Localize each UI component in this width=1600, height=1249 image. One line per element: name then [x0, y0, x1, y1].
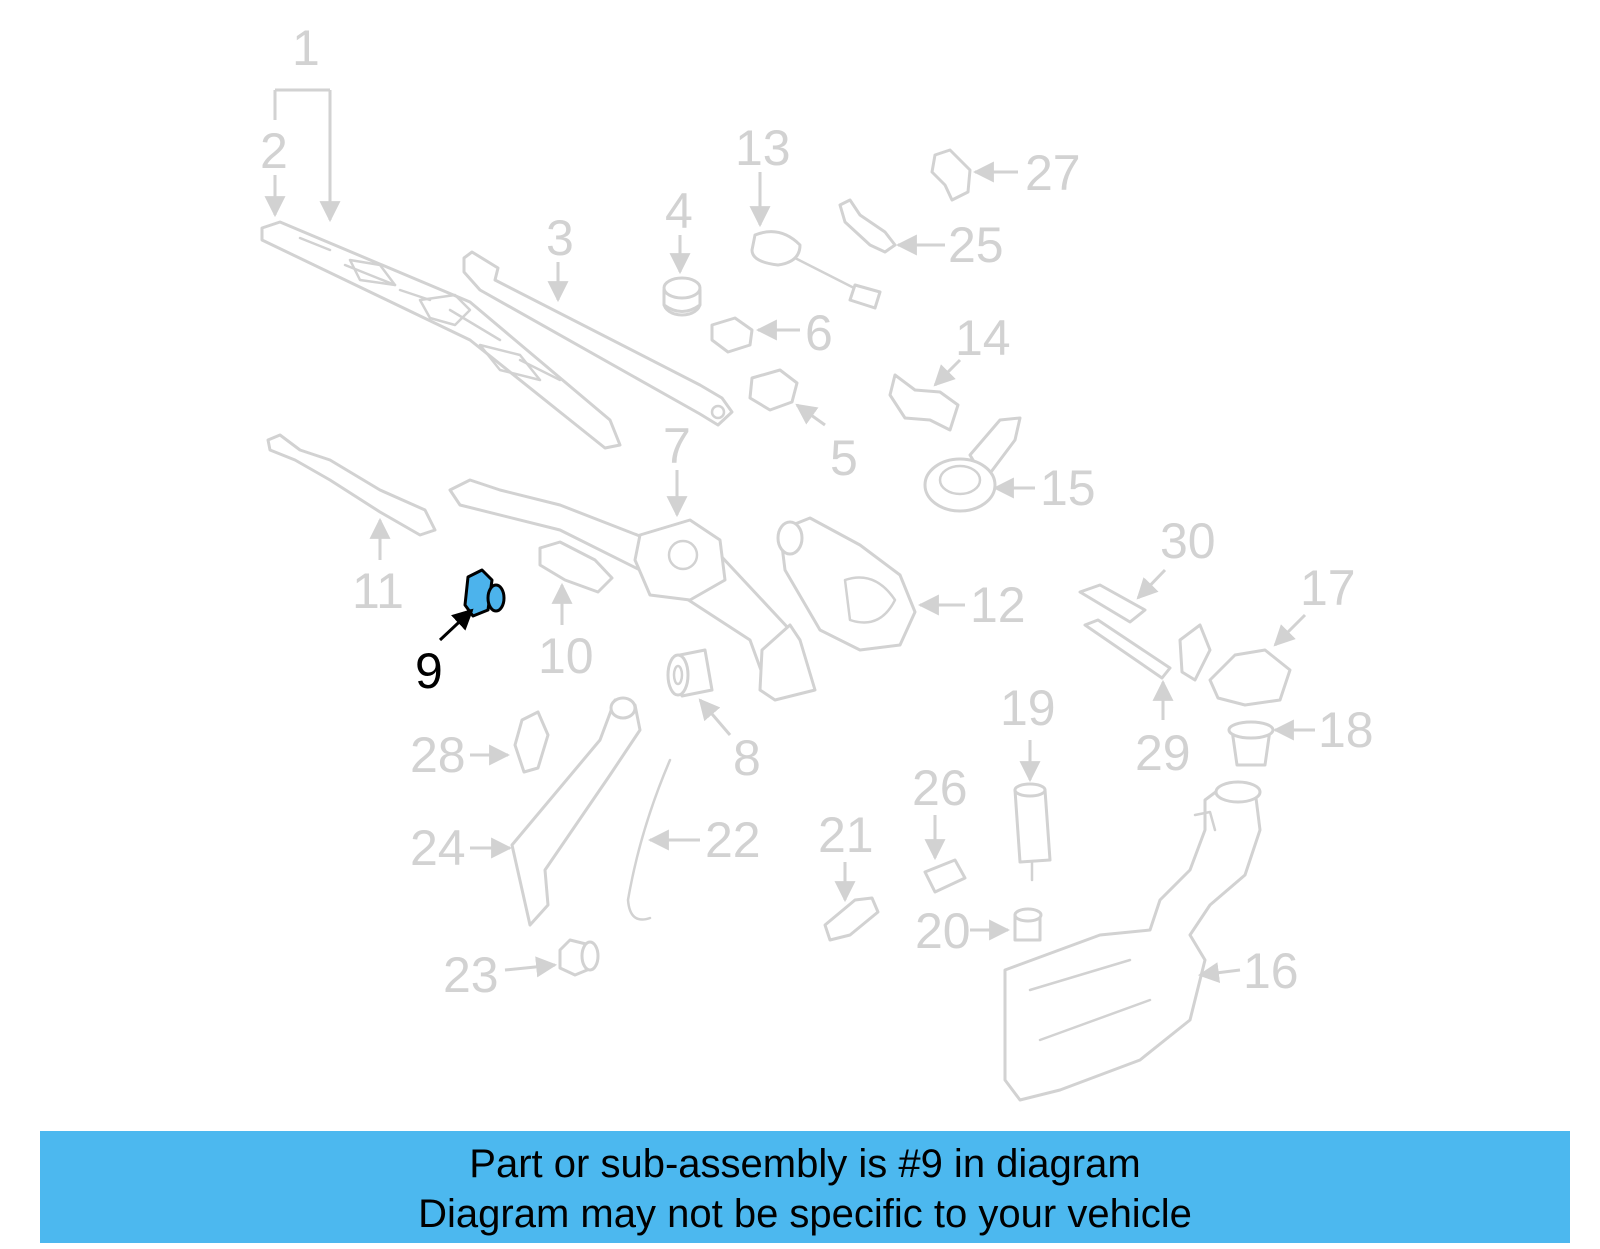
part-7-linkage	[448, 478, 817, 702]
part-4-cap	[662, 276, 702, 317]
part-6-nut	[710, 316, 754, 354]
callout-16: 16	[1243, 943, 1299, 999]
callout-28: 28	[410, 727, 466, 783]
callout-24: 24	[410, 820, 466, 876]
part-19-pump	[1013, 782, 1052, 882]
part-10-bracket	[538, 540, 614, 594]
callout-5: 5	[830, 430, 858, 486]
part-1-wiper-blade	[260, 220, 622, 450]
part-16-reservoir	[1003, 780, 1262, 1102]
leader-14	[933, 358, 962, 387]
leader-5	[795, 403, 826, 427]
callout-18: 18	[1318, 702, 1374, 758]
part-23-plug	[558, 938, 600, 977]
part-12-motor	[776, 516, 917, 652]
info-banner: Part or sub-assembly is #9 in diagram Di…	[40, 1131, 1570, 1243]
callout-20: 20	[915, 903, 971, 959]
leader-9	[438, 608, 474, 642]
part-26-tube	[923, 858, 967, 894]
callout-1: 1	[292, 20, 320, 76]
callout-6: 6	[805, 305, 833, 361]
callout-25: 25	[948, 217, 1004, 273]
leader-1	[273, 88, 330, 220]
callout-17: 17	[1300, 560, 1356, 616]
banner-line-part: Part or sub-assembly is #9 in diagram	[469, 1142, 1141, 1186]
part-15-bearing	[923, 416, 1022, 513]
callout-27: 27	[1025, 145, 1081, 201]
part-11-hose	[266, 433, 437, 537]
part-21-nozzle	[823, 896, 880, 942]
leader-8	[698, 698, 732, 736]
part-22-hose	[626, 758, 672, 921]
callout-21: 21	[818, 807, 874, 863]
part-3-wiper-arm	[462, 250, 734, 427]
part-13-connector	[750, 230, 882, 310]
part-17-cover	[1208, 648, 1292, 707]
part-30-pad	[1078, 583, 1147, 624]
callout-30: 30	[1160, 513, 1216, 569]
part-18-cap	[1227, 720, 1275, 767]
part-24-channel	[510, 696, 642, 927]
callout-4: 4	[665, 183, 693, 239]
callout-3: 3	[546, 210, 574, 266]
part-14-bracket	[888, 373, 960, 432]
part-9-bracket	[463, 568, 506, 618]
part-8-grommet	[666, 648, 714, 698]
callout-12: 12	[970, 577, 1026, 633]
callout-7: 7	[663, 418, 691, 474]
part-27-clip	[930, 148, 972, 202]
part-25-pin	[838, 198, 897, 254]
banner-line-disclaimer: Diagram may not be specific to your vehi…	[418, 1192, 1192, 1236]
part-20-grommet	[1013, 907, 1043, 942]
callout-2: 2	[260, 123, 288, 179]
part-5-nut	[748, 368, 799, 412]
callout-23: 23	[443, 947, 499, 1003]
callout-8: 8	[733, 730, 761, 786]
callout-14: 14	[955, 310, 1011, 366]
callout-19: 19	[1000, 680, 1056, 736]
callout-15: 15	[1040, 460, 1096, 516]
callout-10: 10	[538, 628, 594, 684]
callout-13: 13	[735, 120, 791, 176]
part-28-connector	[513, 710, 550, 774]
leader-23	[504, 956, 558, 978]
parts-diagram: 1 2 3 4 5 6 7 8 9 10 11 12 13 14 15 16 1…	[260, 20, 1374, 1102]
callout-29: 29	[1135, 725, 1191, 781]
callout-26: 26	[912, 760, 968, 816]
leader-30	[1136, 568, 1167, 600]
part-29-sensor	[1083, 618, 1212, 682]
callout-11: 11	[352, 563, 404, 619]
callout-22: 22	[705, 812, 761, 868]
callout-9: 9	[415, 643, 443, 699]
leader-17	[1273, 613, 1307, 647]
leader-16	[1197, 962, 1241, 984]
